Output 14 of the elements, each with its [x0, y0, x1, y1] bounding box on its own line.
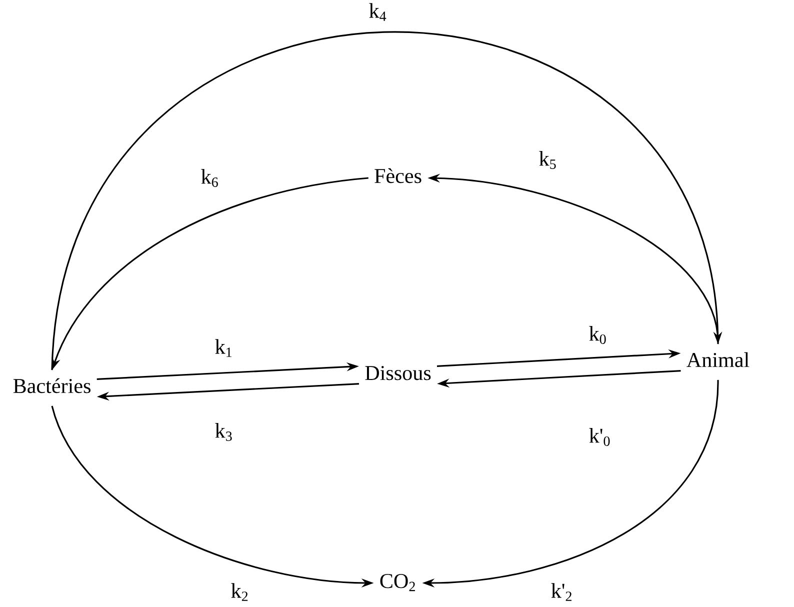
edge-label: k$_{6}$	[197, 166, 223, 190]
edge-label: k'$_{2}$	[547, 580, 577, 604]
edge-label: k$_{2}$	[227, 580, 253, 604]
edge-label: k$_{3}$	[211, 420, 237, 444]
compartment-label: Fèces	[374, 168, 422, 184]
compartment-label: Animal	[686, 352, 750, 368]
compartment-label: Dissous	[365, 366, 431, 380]
edge-label: k$_{5}$	[535, 148, 561, 172]
compartment-label: CO$_{2}$	[380, 574, 415, 592]
edge-label: k$_{4}$	[365, 0, 391, 24]
compartment-label: Bactéries	[13, 378, 90, 394]
edge-label: k$_{1}$	[211, 336, 237, 360]
edge-label: k$_{0}$	[585, 322, 611, 348]
edge-label: k'$_{0}$	[585, 424, 615, 450]
